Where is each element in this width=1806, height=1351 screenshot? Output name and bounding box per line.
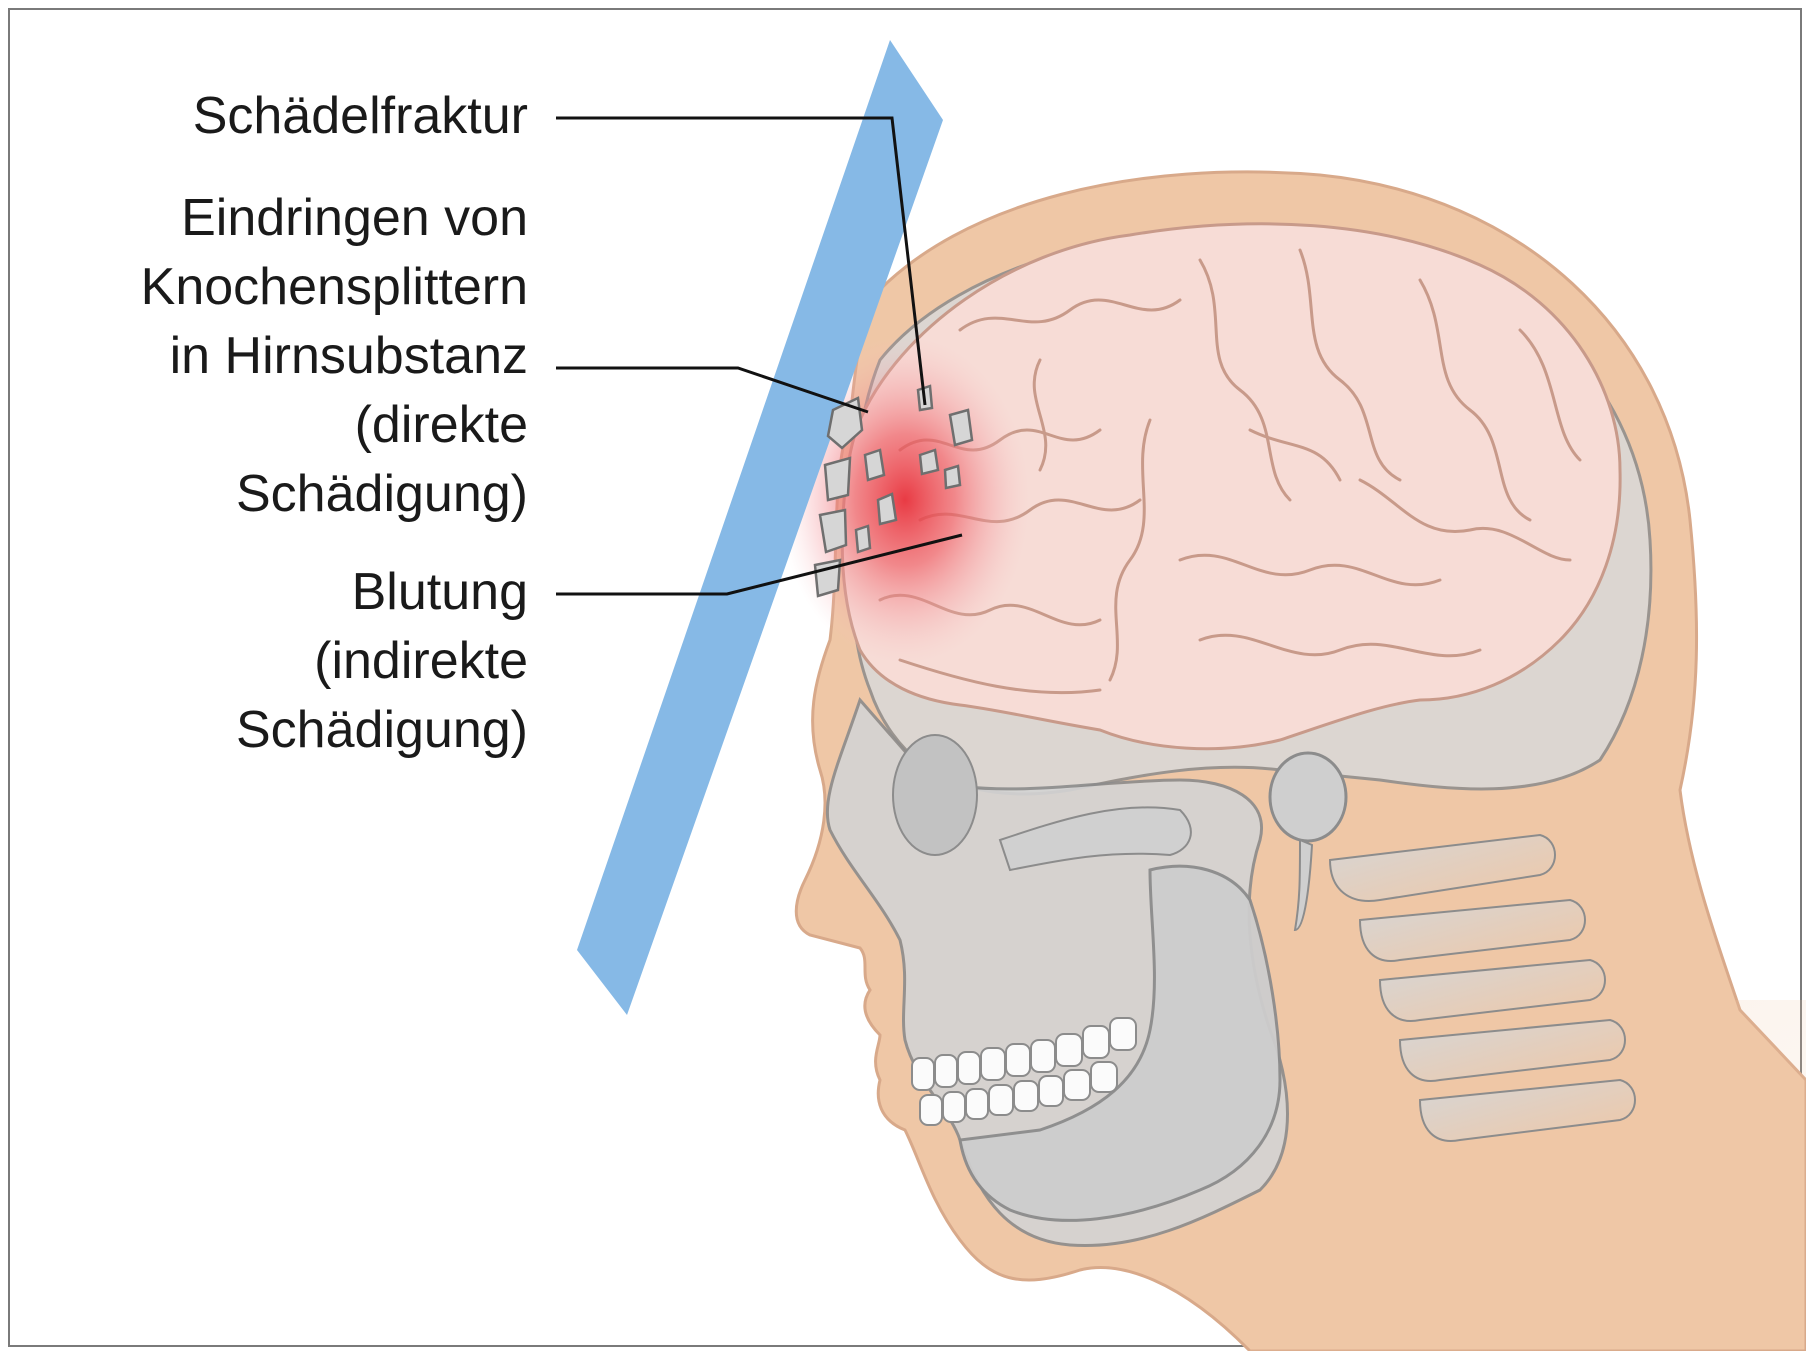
label-bone-splinters: Eindringen von Knochensplittern in Hirns… bbox=[141, 184, 528, 529]
label-skull-fracture: Schädelfraktur bbox=[193, 82, 528, 151]
eye-socket bbox=[893, 735, 977, 855]
label-bone-splinters-line-5: Schädigung) bbox=[141, 460, 528, 529]
label-bone-splinters-line-2: Knochensplittern bbox=[141, 253, 528, 322]
label-bone-splinters-line-3: in Hirnsubstanz bbox=[141, 322, 528, 391]
label-bone-splinters-line-1: Eindringen von bbox=[141, 184, 528, 253]
label-skull-fracture-line-1: Schädelfraktur bbox=[193, 82, 528, 151]
label-bleeding-line-1: Blutung bbox=[236, 558, 528, 627]
ear-opening bbox=[1270, 753, 1346, 841]
label-bleeding-line-2: (indirekte bbox=[236, 627, 528, 696]
label-bleeding: Blutung (indirekte Schädigung) bbox=[236, 558, 528, 765]
label-bleeding-line-3: Schädigung) bbox=[236, 696, 528, 765]
label-bone-splinters-line-4: (direkte bbox=[141, 391, 528, 460]
